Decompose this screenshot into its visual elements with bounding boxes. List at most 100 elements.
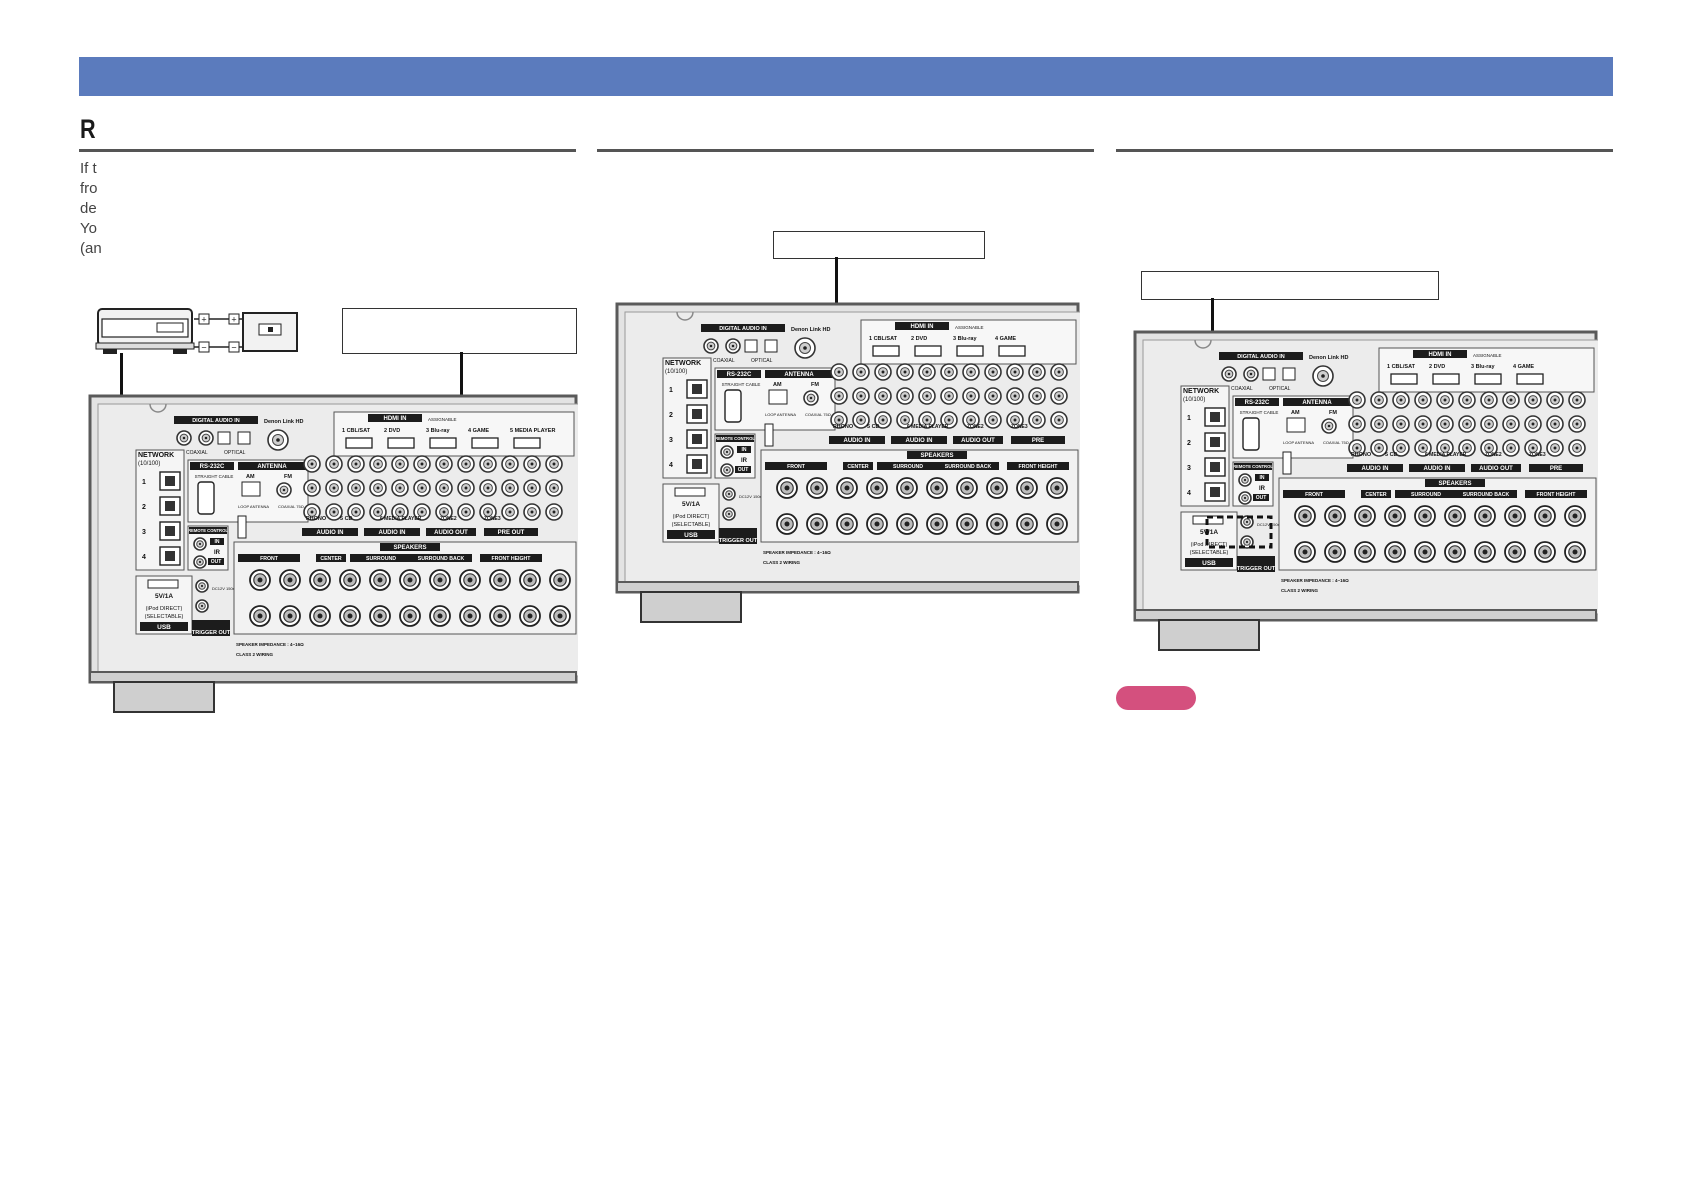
speaker-group-label: FRONT HEIGHT xyxy=(1537,492,1577,498)
rca-jack-pin xyxy=(354,462,358,466)
rs232c-label-badge xyxy=(190,462,234,470)
rca-jack-pin xyxy=(1399,398,1403,402)
optical-port xyxy=(217,431,231,445)
ethernet-port-slot xyxy=(165,526,175,536)
straight-cable-label: STRAIGHT CABLE xyxy=(195,474,234,479)
hdmi-input-label: 2 DVD xyxy=(1429,364,1445,370)
usb-label-badge xyxy=(667,530,715,539)
rca-jack-pin xyxy=(354,486,358,490)
rca-jack-pin xyxy=(1575,446,1579,450)
zone3-label: ZONE3 xyxy=(1529,452,1546,458)
rca-jack-pin xyxy=(376,486,380,490)
rca-jack-pin xyxy=(200,584,204,588)
remote-control-label-badge xyxy=(716,435,754,442)
rca-jack-pin xyxy=(903,394,907,398)
digital-audio-label: DIGITAL AUDIO IN xyxy=(719,326,767,332)
rca-jack-pin xyxy=(1575,398,1579,402)
usb-spec-label: 5V/1A xyxy=(1200,529,1218,536)
optical-port xyxy=(1262,367,1276,381)
optical-port xyxy=(1282,367,1296,381)
speaker-terminal-hole xyxy=(1392,549,1398,555)
optical-label: OPTICAL xyxy=(751,358,773,364)
audio-out-label-badge xyxy=(1471,464,1521,472)
hdmi-input-label: 2 DVD xyxy=(911,336,927,342)
digital-audio-label: DIGITAL AUDIO IN xyxy=(1237,354,1285,360)
rca-jack-pin xyxy=(204,436,208,440)
rca-jack-pin xyxy=(903,418,907,422)
rca-jack-pin xyxy=(1465,422,1469,426)
rs232c-label: RS-232C xyxy=(727,372,752,378)
am-terminal xyxy=(1286,417,1306,433)
hdmi-port xyxy=(998,345,1026,357)
zone2-label: ZONE2 xyxy=(967,424,984,430)
digital-audio-label-badge xyxy=(1219,352,1303,360)
hdmi-port xyxy=(914,345,942,357)
rca-jack-pin xyxy=(508,462,512,466)
rca-jack-pin xyxy=(727,512,731,516)
speaker-terminal-hole xyxy=(347,577,353,583)
page-heading: R xyxy=(80,114,96,144)
usb-selectable-label: (SELECTABLE) xyxy=(145,614,184,620)
hdmi-label-badge xyxy=(895,322,949,330)
network-label: NETWORK xyxy=(665,360,701,367)
remote-receiver-devices: + − + − xyxy=(95,308,298,354)
hdmi-label-badge xyxy=(1413,350,1467,358)
rs232c-port xyxy=(724,389,742,423)
remote-control-label: REMOTE CONTROL xyxy=(715,436,755,441)
optical-label: OPTICAL xyxy=(224,450,246,456)
audio-out-label-badge xyxy=(426,528,476,536)
hdmi-port xyxy=(345,437,373,449)
speaker-terminal-hole xyxy=(994,521,1000,527)
hdmi-port xyxy=(513,437,541,449)
speaker-terminal-hole xyxy=(1482,549,1488,555)
chassis-bottom xyxy=(1134,609,1597,621)
hdmi-port xyxy=(1516,373,1544,385)
rs232c-label-badge xyxy=(1235,398,1279,406)
speaker-group-label: FRONT HEIGHT xyxy=(1019,464,1059,470)
am-label: AM xyxy=(1291,410,1300,416)
hdmi-input-label: 4 GAME xyxy=(1513,364,1534,370)
speaker-terminal-hole xyxy=(1054,485,1060,491)
remote-out-label: OUT xyxy=(1256,495,1267,501)
network-port-number: 2 xyxy=(1187,440,1191,447)
class2-wiring-label: CLASS 2 WIRING xyxy=(763,560,801,565)
rca-jack-pin xyxy=(1327,424,1331,428)
rca-jack-pin xyxy=(725,468,729,472)
straight-cable-label: STRAIGHT CABLE xyxy=(722,382,761,387)
speaker-group-label: FRONT xyxy=(260,556,279,562)
impedance-label: SPEAKER IMPEDANCE : 4~16Ω xyxy=(1281,578,1349,583)
rca-jack-pin xyxy=(969,418,973,422)
rca-jack-pin xyxy=(332,486,336,490)
rca-jack-pin xyxy=(182,436,186,440)
rca-jack-pin xyxy=(464,510,468,514)
signal-gnd-terminal xyxy=(764,423,774,447)
rca-jack-pin xyxy=(276,438,280,442)
rca-jack-pin xyxy=(552,462,556,466)
rca-jack-pin xyxy=(552,510,556,514)
rca-jack-pin xyxy=(332,510,336,514)
rca-jack-pin xyxy=(727,492,731,496)
loop-antenna-label: LOOP ANTENNA xyxy=(765,412,796,417)
rca-jack-pin xyxy=(398,462,402,466)
remote-in-label-badge xyxy=(737,446,751,453)
speaker-terminal-hole xyxy=(317,613,323,619)
usb-ipod-label: (iPod DIRECT) xyxy=(146,606,183,612)
trigger-spec-label: DC12V 150mA MAX. xyxy=(212,586,249,591)
speaker-terminal-hole xyxy=(467,613,473,619)
speaker-terminal-hole xyxy=(874,485,880,491)
rca-jack-pin xyxy=(1243,478,1247,482)
chassis-bottom xyxy=(89,671,577,683)
ethernet-port-slot xyxy=(692,434,702,444)
speaker-terminal-hole xyxy=(557,613,563,619)
speaker-group-label: SURROUND BACK xyxy=(945,464,992,470)
am-label: AM xyxy=(246,474,255,480)
speaker-group-label: CENTER xyxy=(847,464,869,470)
ethernet-port-slot xyxy=(1210,462,1220,472)
network-port-number: 4 xyxy=(1187,490,1191,497)
rca-jack-pin xyxy=(508,510,512,514)
speaker-terminal-hole xyxy=(1452,549,1458,555)
hdmi-port xyxy=(956,345,984,357)
optical-label: OPTICAL xyxy=(1269,386,1291,392)
speaker-terminal-hole xyxy=(437,577,443,583)
network-label: NETWORK xyxy=(138,452,174,459)
